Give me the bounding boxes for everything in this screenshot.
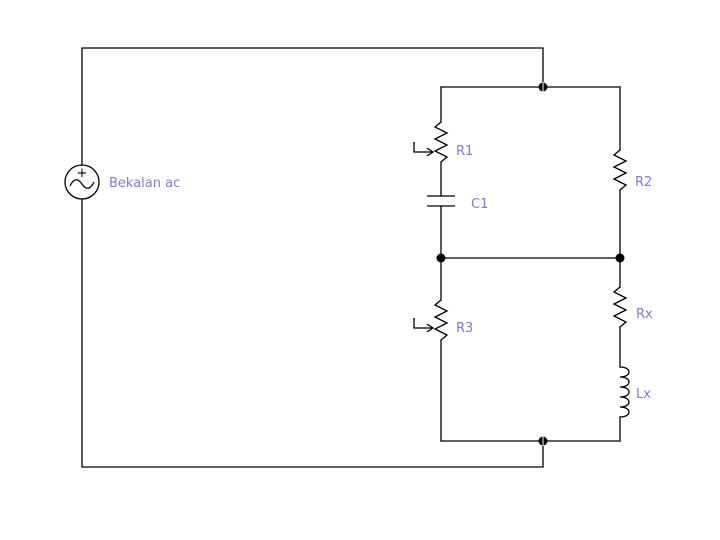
c1-capacitor-icon [427, 195, 455, 207]
r1-label: R1 [456, 144, 473, 159]
rx-resistor-icon [612, 286, 628, 328]
junction-bottom [538, 436, 548, 446]
junction-top [538, 82, 548, 92]
r1-resistor-icon [433, 121, 449, 163]
arm-r3 [413, 257, 449, 442]
lx-inductor-icon [619, 366, 630, 418]
r3-label: R3 [456, 321, 473, 336]
r2-label: R2 [635, 175, 652, 190]
junction-middle-right [615, 253, 625, 263]
source-label: Bekalan ac [109, 176, 180, 191]
r3-resistor-icon [433, 299, 449, 341]
junction-middle-left [436, 253, 446, 263]
r1-wiper-arrow-icon [413, 142, 435, 157]
c1-label: C1 [471, 197, 488, 212]
junctions [436, 82, 625, 446]
bridge-rails [440, 86, 621, 442]
ac-source-icon: + [64, 164, 100, 200]
arm-r1-c1 [413, 86, 455, 259]
lx-label: Lx [636, 387, 651, 402]
wire-source-bottom [81, 198, 544, 468]
wire-source-top [81, 47, 544, 166]
arm-r2 [612, 86, 628, 259]
outer-wires [81, 47, 544, 468]
source-polarity-plus: + [77, 166, 88, 181]
rx-label: Rx [636, 307, 653, 322]
arm-rx-lx [612, 257, 630, 442]
r3-wiper-arrow-icon [413, 318, 435, 333]
r2-resistor-icon [612, 149, 628, 191]
